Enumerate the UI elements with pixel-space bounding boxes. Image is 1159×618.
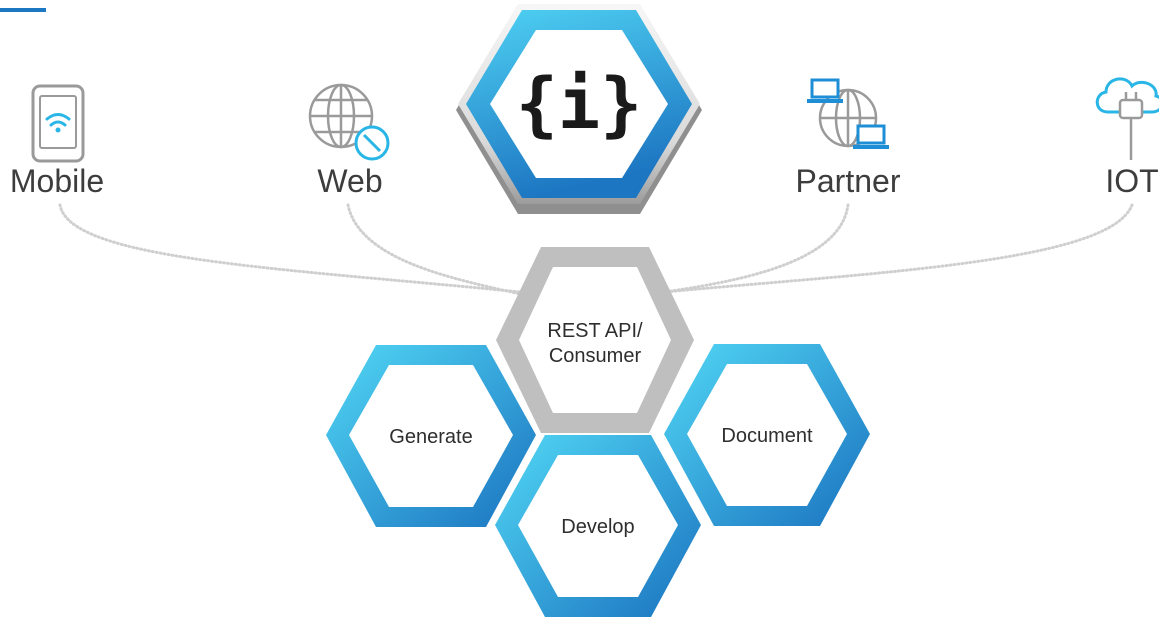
connector-iot [663,203,1134,294]
connector-partner [663,203,850,294]
document-hexagon: Document [664,344,870,526]
client-label-iot: IOT [1105,163,1158,199]
client-label-web: Web [317,163,382,199]
develop-label: Develop [561,516,634,538]
cloud-plug-icon [1095,77,1159,160]
corner-accent-bar [0,8,46,12]
generate-hexagon: Generate [326,345,536,527]
client-label-mobile: Mobile [10,163,104,199]
braces-i-logo-icon: {i} [516,63,642,145]
globe-cursor-icon [308,83,390,161]
connector-lines [58,203,1134,296]
rest-api-label-line2: Consumer [549,345,642,367]
connector-mobile [58,203,522,294]
develop-hexagon: Develop [495,435,701,617]
globe-laptops-icon [807,78,889,149]
mobile-wifi-icon [31,84,85,163]
document-label: Document [721,425,813,447]
connector-web [346,203,522,296]
rest-api-label-line1: REST API/ [547,320,643,342]
logo-hexagon: {i} [456,4,702,214]
client-label-partner: Partner [796,163,901,199]
rest-api-hexagon: REST API/ Consumer [496,247,694,433]
generate-label: Generate [389,426,472,448]
